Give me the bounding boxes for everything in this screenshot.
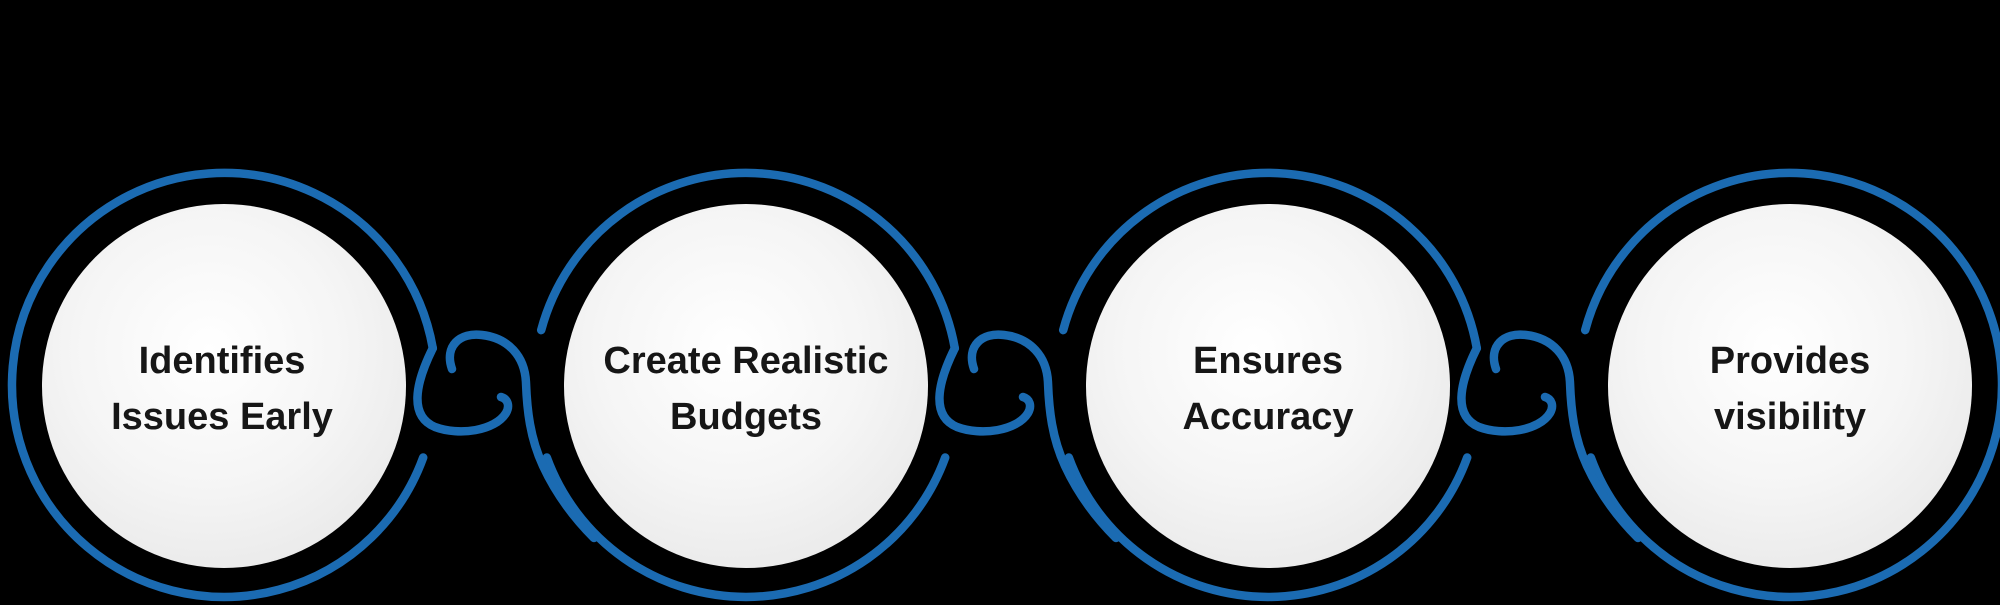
node-3-label-line2: Accuracy [1182,396,1354,438]
connector-2-3-loop [967,330,1121,543]
node-1-disc [42,204,406,568]
node-4-label: Provides visibility [1625,333,1955,445]
connector-3-4-loop [1489,330,1643,543]
node-3-ring-top [1058,168,1482,353]
connector-2-3-hook [935,343,1035,436]
connector-1-2-hook [413,343,513,436]
node-2-label-line2: Budgets [670,396,822,438]
node-3-label-line1: Ensures [1193,340,1343,382]
node-1-label-line2: Issues Early [111,396,333,438]
node-1-label-line1: Identifies [138,340,306,382]
node-4-label-line2: visibility [1713,396,1867,438]
connector-1-2-loop [445,330,599,543]
node-1-ring [7,168,438,602]
node-2-ring-top [536,168,960,353]
node-4-ring [1580,168,2000,602]
node-1-label: Identifies Issues Early [57,333,387,445]
node-3-label: Ensures Accuracy [1103,333,1433,445]
node-4-disc [1608,204,1972,568]
node-2-label-line1: Create Realistic [603,340,889,382]
node-4-label-line1: Provides [1709,340,1871,382]
node-2-label: Create Realistic Budgets [581,333,911,445]
node-3-disc [1086,204,1450,568]
node-2-disc [564,204,928,568]
connector-3-4-hook [1457,343,1557,436]
